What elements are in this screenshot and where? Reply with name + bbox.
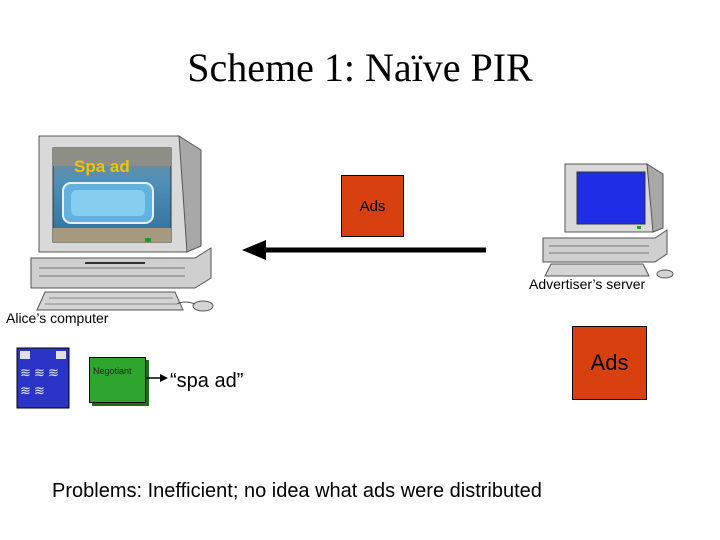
problems-text: Problems: Inefficient; no idea what ads …: [52, 480, 542, 502]
negotiant-box: Negotiant: [89, 357, 146, 403]
slide-title: Scheme 1: Naïve PIR: [187, 45, 533, 90]
advertiser-server-icon: [542, 163, 674, 279]
alice-computer-label: Alice’s computer: [6, 310, 109, 326]
query-label: “spa ad”: [170, 370, 244, 392]
ads-box-bottom-label: Ads: [590, 350, 629, 375]
svg-text:≋: ≋: [34, 384, 45, 399]
svg-text:≋: ≋: [20, 366, 31, 381]
svg-text:≋: ≋: [48, 366, 59, 381]
negotiant-label: Negotiant: [93, 366, 132, 376]
svg-text:≋: ≋: [34, 366, 45, 381]
ads-box-bottom: Ads: [572, 326, 647, 400]
small-arrow-icon: [146, 374, 168, 382]
alice-computer-icon: [30, 135, 214, 312]
advertiser-server-label: Advertiser’s server: [529, 276, 646, 292]
ads-box-top-label: Ads: [359, 197, 386, 215]
svg-text:≋: ≋: [20, 384, 31, 399]
left-arrow-icon: [242, 240, 486, 260]
spa-ad-screen-label: Spa ad: [74, 157, 130, 176]
ads-box-top: Ads: [341, 175, 404, 237]
document-icon: ≋≋≋ ≋≋: [16, 347, 70, 409]
